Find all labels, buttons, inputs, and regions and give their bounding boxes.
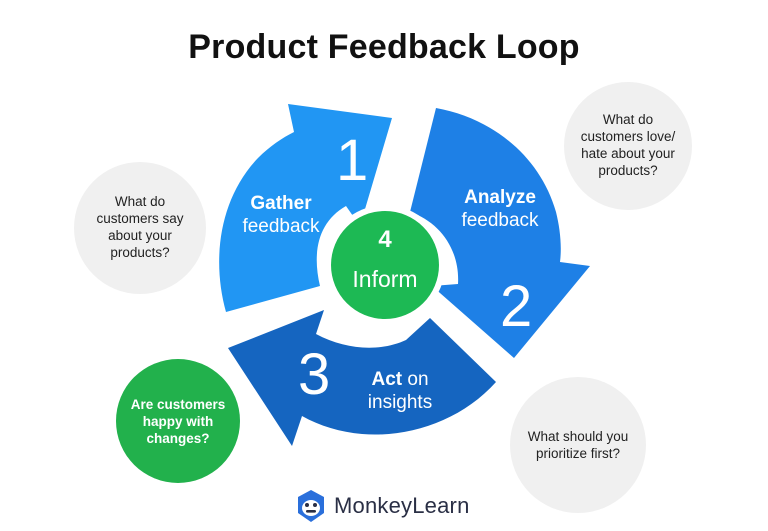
stage-4-inner-circle [331, 211, 439, 319]
stage-3-label-bold: Act [371, 369, 403, 390]
stage-1-label-rest: feedback [242, 216, 320, 237]
monkeylearn-logo: MonkeyLearn [296, 488, 470, 524]
stage-1-arrow [219, 104, 392, 312]
stage-1-label-bold: Gather [250, 193, 312, 214]
stage-2-arrow [410, 108, 590, 358]
stage-4-label: Inform [352, 266, 418, 292]
stage-2-label-rest: feedback [461, 210, 539, 231]
stage-2-label: Analyze feedback [440, 186, 560, 232]
bubble-love-hate-text: What do customers love/ hate about your … [580, 112, 676, 178]
diagram-title: Product Feedback Loop [188, 28, 580, 66]
bubble-love-hate-circle [564, 82, 692, 210]
monkey-head-icon [298, 490, 324, 522]
stage-3-number: 3 [298, 342, 331, 407]
stage-3-label-rest: insights [367, 392, 433, 413]
bubble-happy-circle [116, 359, 240, 483]
bubble-happy-text: Are customers happy with changes? [130, 397, 226, 446]
bubble-say-circle [74, 162, 206, 294]
stage-1-number: 1 [336, 128, 369, 193]
logo-text: MonkeyLearn [334, 493, 470, 518]
stage-2-label-bold: Analyze [464, 187, 536, 208]
bubble-say-text: What do customers say about your product… [96, 194, 184, 260]
bubble-prioritize-text: What should you prioritize first? [527, 429, 629, 461]
stage-3-label-inline: on [407, 369, 429, 390]
stage-3-label: Act on insights [340, 368, 460, 414]
stage-3-arrow [228, 310, 496, 446]
stage-4-number: 4 [378, 226, 392, 253]
stage-1-label: Gather feedback [226, 192, 336, 238]
stage-2-number: 2 [500, 274, 533, 339]
bubble-prioritize-circle [510, 377, 646, 513]
